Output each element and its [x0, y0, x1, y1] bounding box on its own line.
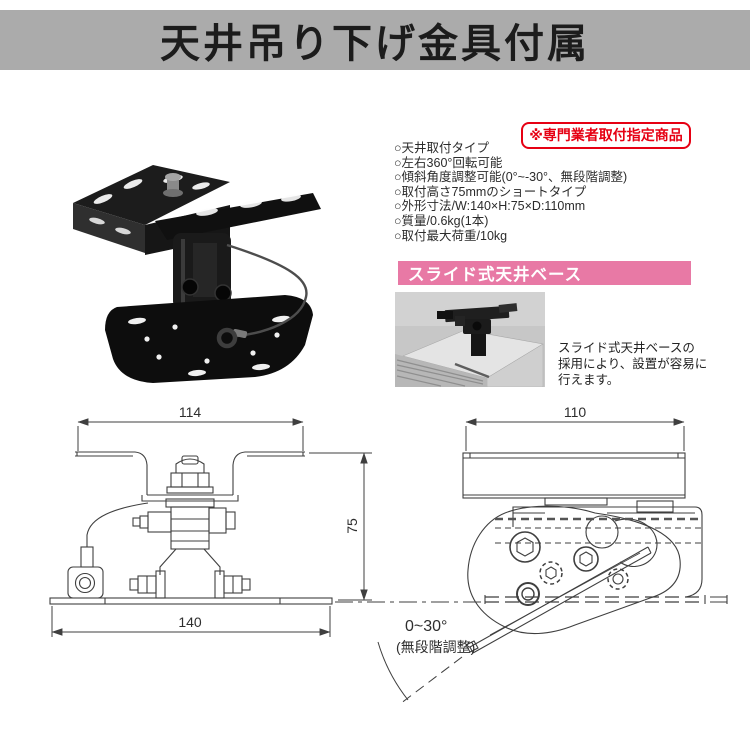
spec-list: ○天井取付タイプ ○左右360°回転可能 ○傾斜角度調整可能(0°~-30°、無… [394, 141, 694, 243]
side-view-dimensions [465, 418, 685, 451]
caption-line: スライド式天井ベースの [558, 341, 695, 355]
spec-item: ○傾斜角度調整可能(0°~-30°、無段階調整) [394, 170, 628, 185]
spec-item: ○外形寸法/W:140×H:75×D:110mm [394, 199, 586, 214]
installer-badge: ※専門業者取付指定商品 [521, 122, 691, 149]
title-banner: 天井吊り下げ金具付属 [0, 10, 750, 70]
spec-item: ○天井取付タイプ [394, 141, 490, 155]
slide-base-heading: スライド式天井ベース [408, 266, 583, 284]
slide-base-photo [395, 292, 545, 387]
spec-item: ○左右360°回転可能 [394, 155, 503, 170]
tilt-angle-note: (無段階調整) [396, 639, 475, 655]
product-photo [73, 165, 321, 383]
bracket-illustration [73, 165, 321, 383]
spec-item: ○質量/0.6kg(1本) [394, 213, 489, 228]
spec-item: ○取付最大荷重/10kg [394, 228, 508, 243]
dim-side-width: 110 [564, 404, 587, 420]
tilt-angle-label: 0~30° [405, 618, 447, 635]
dim-height: 75 [344, 518, 360, 534]
wire-ring [216, 327, 238, 349]
safety-wire [226, 243, 308, 338]
technical-drawings: 114 140 75 [49, 404, 728, 705]
dim-base-width: 140 [178, 614, 202, 630]
spec-item: ○取付高さ75mmのショートタイプ [394, 184, 587, 199]
side-view-drawing [335, 452, 728, 705]
slide-base-banner: スライド式天井ベース [398, 261, 691, 285]
page-title: 天井吊り下げ金具付属 [160, 22, 590, 66]
caption-line: 採用により、設置が容易に [558, 356, 708, 371]
front-view-drawing [49, 451, 333, 605]
front-view-dimensions [51, 418, 372, 637]
slide-bracket-illustration [437, 303, 518, 356]
slide-base-caption: スライド式天井ベースの 採用により、設置が容易に 行えます。 [558, 341, 728, 388]
caption-line: 行えます。 [558, 372, 620, 387]
wire-line [86, 502, 149, 547]
dim-top-width: 114 [179, 404, 202, 420]
